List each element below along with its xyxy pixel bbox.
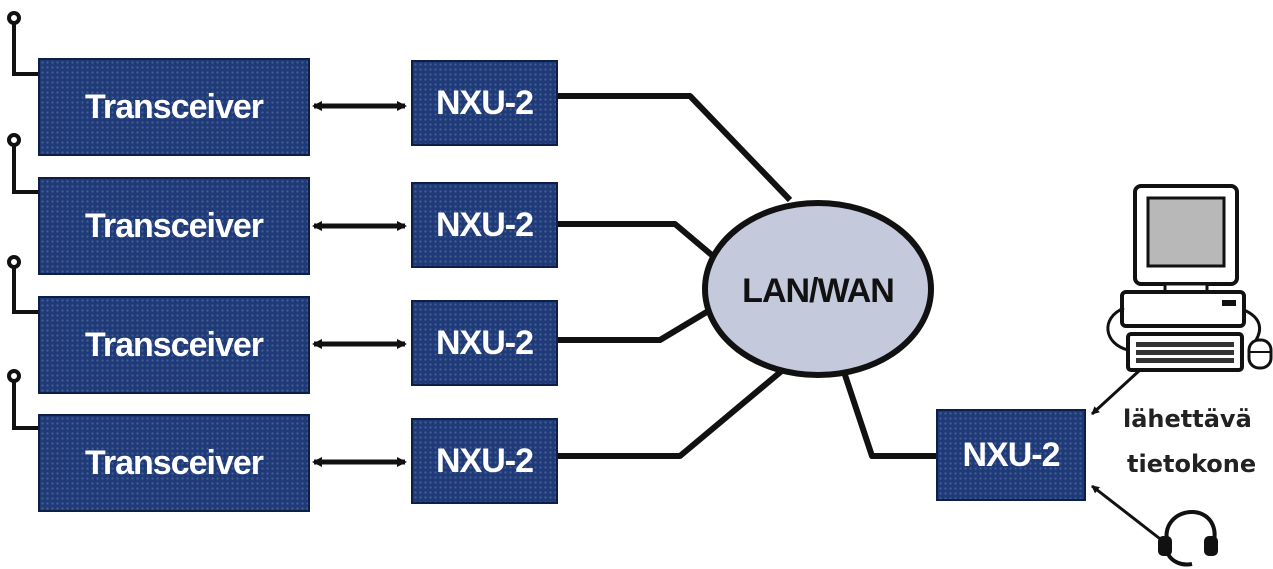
antenna-icon [7, 255, 40, 314]
headset-arrow [1091, 484, 1169, 547]
transceiver-label: Transceiver [84, 325, 264, 364]
transceiver-box: Transceiver [38, 177, 310, 275]
lan-wan-cloud [702, 200, 934, 378]
network-link [558, 221, 722, 265]
antenna-icon [7, 369, 40, 430]
remote-nxu-box: NXU-2 [936, 409, 1086, 501]
computer-caption-line2: tietokone [1127, 450, 1257, 478]
computer-caption-line1: lähettävä [1123, 405, 1252, 433]
antenna-icon [7, 11, 40, 76]
transceiver-label: Transceiver [84, 206, 264, 245]
nxu-box: NXU-2 [411, 418, 558, 504]
mouse-icon [1247, 338, 1273, 370]
headset-icon [1158, 509, 1218, 567]
nxu-box: NXU-2 [411, 300, 558, 386]
computer-arrow [1090, 368, 1142, 416]
network-link [558, 93, 793, 203]
transceiver-box: Transceiver [38, 58, 310, 156]
transceiver-box: Transceiver [38, 414, 310, 512]
antenna-icon [7, 133, 40, 194]
nxu-box: NXU-2 [411, 182, 558, 268]
transceiver-label: Transceiver [84, 87, 264, 126]
network-link [558, 361, 792, 459]
computer-icon [1106, 184, 1262, 372]
transceiver-label: Transceiver [84, 443, 264, 482]
nxu-box: NXU-2 [411, 60, 558, 146]
network-link [558, 307, 712, 343]
nxu-label: NXU-2 [435, 441, 534, 480]
nxu-label: NXU-2 [435, 83, 534, 122]
lan-wan-label: LAN/WAN [742, 271, 895, 310]
nxu-label: NXU-2 [435, 205, 534, 244]
transceiver-box: Transceiver [38, 296, 310, 394]
remote-nxu-label: NXU-2 [962, 435, 1060, 474]
nxu-label: NXU-2 [435, 323, 534, 362]
network-link [839, 365, 936, 459]
